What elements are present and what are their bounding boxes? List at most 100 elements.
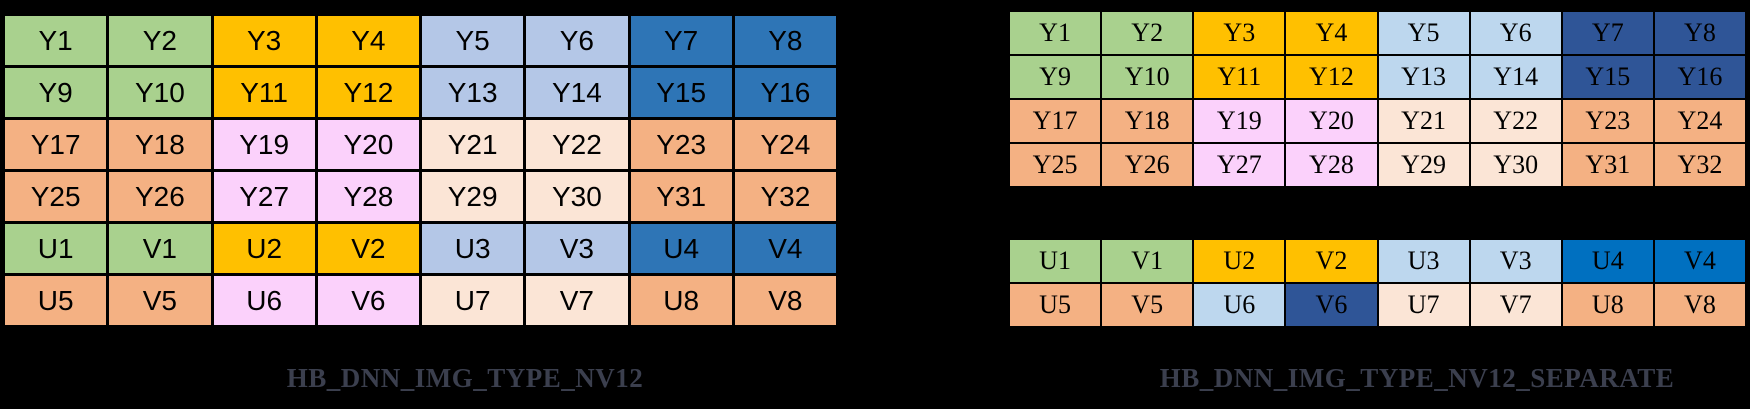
grid-cell-y6: Y6 — [1470, 12, 1561, 54]
grid-cell-y12: Y12 — [1286, 56, 1377, 98]
grid-cell-y14: Y14 — [1470, 56, 1561, 98]
grid-cell-y14: Y14 — [526, 68, 628, 117]
grid-cell-y18: Y18 — [109, 120, 211, 169]
grid-cell-y27: Y27 — [213, 172, 315, 221]
grid-cell-u6: U6 — [1194, 284, 1285, 326]
grid-cell-y7: Y7 — [1562, 12, 1653, 54]
grid-cell-y5: Y5 — [1378, 12, 1469, 54]
grid-cell-u8: U8 — [630, 276, 732, 325]
grid-cell-y2: Y2 — [109, 16, 211, 65]
grid-cell-v3: V3 — [1470, 240, 1561, 282]
grid-cell-y26: Y26 — [1102, 144, 1193, 186]
grid-cell-y9: Y9 — [5, 68, 107, 117]
grid-cell-y8: Y8 — [734, 16, 836, 65]
grid-cell-y13: Y13 — [422, 68, 524, 117]
grid-cell-u6: U6 — [213, 276, 315, 325]
grid-cell-v5: V5 — [1102, 284, 1193, 326]
grid-cell-y27: Y27 — [1194, 144, 1285, 186]
nv12-separate-caption: HB_DNN_IMG_TYPE_NV12_SEPARATE — [1159, 363, 1675, 393]
grid-cell-y5: Y5 — [422, 16, 524, 65]
grid-cell-v8: V8 — [734, 276, 836, 325]
grid-cell-v4: V4 — [1654, 240, 1745, 282]
grid-cell-y29: Y29 — [1378, 144, 1469, 186]
grid-cell-y16: Y16 — [1654, 56, 1745, 98]
grid-cell-u5: U5 — [1010, 284, 1101, 326]
grid-cell-v3: V3 — [526, 224, 628, 273]
grid-cell-y17: Y17 — [1010, 100, 1101, 142]
grid-cell-y19: Y19 — [1194, 100, 1285, 142]
grid-cell-u4: U4 — [1562, 240, 1653, 282]
grid-cell-y25: Y25 — [5, 172, 107, 221]
grid-cell-y6: Y6 — [526, 16, 628, 65]
grid-cell-y12: Y12 — [317, 68, 419, 117]
grid-cell-y7: Y7 — [630, 16, 732, 65]
grid-cell-y13: Y13 — [1378, 56, 1469, 98]
grid-cell-u5: U5 — [5, 276, 107, 325]
grid-cell-y25: Y25 — [1010, 144, 1101, 186]
grid-cell-y31: Y31 — [630, 172, 732, 221]
grid-cell-y26: Y26 — [109, 172, 211, 221]
grid-cell-v5: V5 — [109, 276, 211, 325]
grid-cell-v7: V7 — [526, 276, 628, 325]
grid-cell-v2: V2 — [1286, 240, 1377, 282]
grid-cell-y1: Y1 — [1010, 12, 1101, 54]
grid-cell-y4: Y4 — [317, 16, 419, 65]
grid-cell-u2: U2 — [213, 224, 315, 273]
grid-cell-y4: Y4 — [1286, 12, 1377, 54]
grid-cell-y18: Y18 — [1102, 100, 1193, 142]
grid-cell-u2: U2 — [1194, 240, 1285, 282]
grid-cell-v6: V6 — [317, 276, 419, 325]
grid-cell-y30: Y30 — [526, 172, 628, 221]
grid-cell-y30: Y30 — [1470, 144, 1561, 186]
grid-cell-y11: Y11 — [213, 68, 315, 117]
grid-cell-y21: Y21 — [422, 120, 524, 169]
grid-cell-u3: U3 — [1378, 240, 1469, 282]
grid-cell-v7: V7 — [1470, 284, 1561, 326]
grid-cell-y15: Y15 — [1562, 56, 1653, 98]
grid-cell-y23: Y23 — [1562, 100, 1653, 142]
grid-cell-v2: V2 — [317, 224, 419, 273]
nv12-caption: HB_DNN_IMG_TYPE_NV12 — [286, 363, 644, 393]
grid-cell-y10: Y10 — [109, 68, 211, 117]
grid-cell-y29: Y29 — [422, 172, 524, 221]
grid-cell-y1: Y1 — [5, 16, 107, 65]
grid-cell-y16: Y16 — [734, 68, 836, 117]
grid-cell-y20: Y20 — [317, 120, 419, 169]
grid-cell-y3: Y3 — [1194, 12, 1285, 54]
grid-cell-u4: U4 — [630, 224, 732, 273]
grid-cell-y8: Y8 — [1654, 12, 1745, 54]
grid-cell-y10: Y10 — [1102, 56, 1193, 98]
grid-cell-y28: Y28 — [1286, 144, 1377, 186]
grid-cell-y21: Y21 — [1378, 100, 1469, 142]
grid-cell-y24: Y24 — [734, 120, 836, 169]
grid-cell-u3: U3 — [422, 224, 524, 273]
grid-cell-v6: V6 — [1286, 284, 1377, 326]
grid-cell-y9: Y9 — [1010, 56, 1101, 98]
grid-cell-y19: Y19 — [213, 120, 315, 169]
grid-cell-y28: Y28 — [317, 172, 419, 221]
grid-cell-u7: U7 — [422, 276, 524, 325]
grid-cell-u7: U7 — [1378, 284, 1469, 326]
grid-cell-v1: V1 — [1102, 240, 1193, 282]
grid-cell-y22: Y22 — [526, 120, 628, 169]
grid-cell-v1: V1 — [109, 224, 211, 273]
grid-cell-u8: U8 — [1562, 284, 1653, 326]
grid-cell-y23: Y23 — [630, 120, 732, 169]
grid-cell-y20: Y20 — [1286, 100, 1377, 142]
grid-cell-y24: Y24 — [1654, 100, 1745, 142]
grid-cell-y17: Y17 — [5, 120, 107, 169]
grid-cell-y32: Y32 — [734, 172, 836, 221]
grid-cell-u1: U1 — [1010, 240, 1101, 282]
grid-cell-y15: Y15 — [630, 68, 732, 117]
grid-cell-v4: V4 — [734, 224, 836, 273]
grid-cell-v8: V8 — [1654, 284, 1745, 326]
grid-cell-y2: Y2 — [1102, 12, 1193, 54]
grid-cell-u1: U1 — [5, 224, 107, 273]
grid-cell-y31: Y31 — [1562, 144, 1653, 186]
grid-cell-y11: Y11 — [1194, 56, 1285, 98]
grid-cell-y3: Y3 — [213, 16, 315, 65]
